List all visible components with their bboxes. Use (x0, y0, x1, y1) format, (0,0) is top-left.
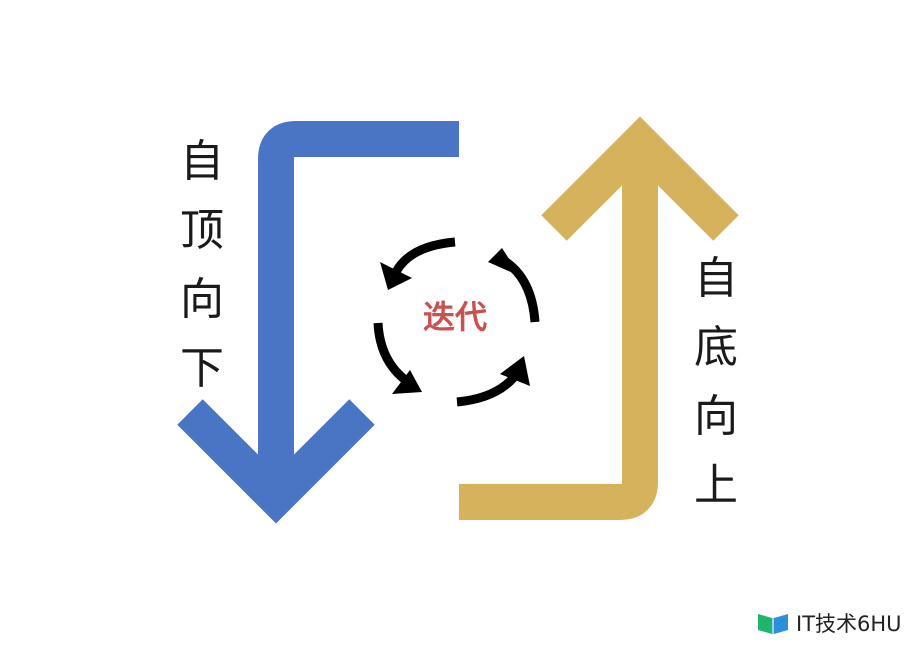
bottom-up-label-char: 底 (694, 322, 738, 373)
cycle-arrow-top-right (488, 248, 540, 323)
book-logo-icon (758, 614, 788, 634)
bottom-up-arrow (459, 116, 739, 520)
bottom-up-label-char: 向 (694, 391, 738, 442)
cycle-arrows (373, 237, 540, 407)
top-down-label-char: 顶 (180, 205, 224, 256)
top-down-label-char: 下 (180, 343, 224, 394)
top-down-label-char: 自 (180, 136, 224, 187)
cycle-arrow-bottom-left (373, 322, 422, 394)
bottom-up-label-char: 自 (694, 253, 738, 304)
bottom-up-label-char: 上 (694, 460, 738, 511)
watermark-text: IT技术6HU (796, 612, 902, 636)
iteration-label: 迭代 (422, 298, 487, 336)
bottom-up-label: 自 底 向 上 (686, 257, 746, 533)
cycle-arrow-top-left (380, 237, 456, 290)
top-down-label-char: 向 (180, 274, 224, 325)
watermark: IT技术6HU (756, 608, 902, 638)
cycle-arrow-bottom-right (456, 356, 530, 407)
top-down-arrow (177, 121, 459, 524)
top-down-label: 自 顶 向 下 (172, 140, 232, 416)
